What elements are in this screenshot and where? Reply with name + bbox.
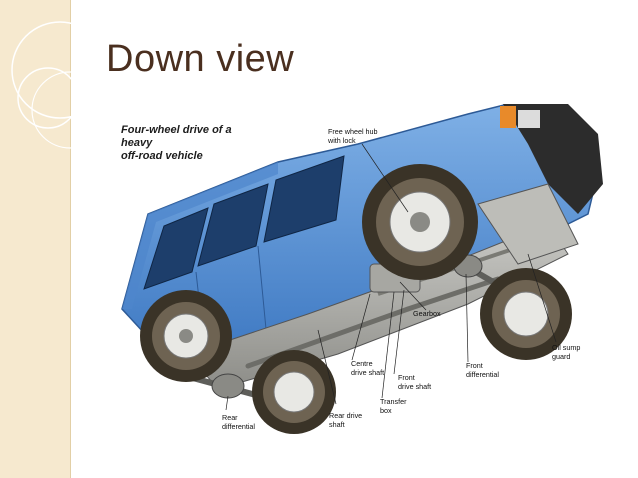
- sidebar-circles-decoration: [11, 21, 109, 149]
- label-front-drive-shaft: Front drive shaft: [398, 373, 432, 391]
- rear-lower-wheel: [252, 350, 336, 434]
- caption-line-1: Four-wheel drive of a heavy: [121, 124, 232, 149]
- decorative-sidebar: [0, 0, 109, 478]
- off-road-vehicle-illustration: [121, 104, 603, 434]
- label-rear-drive-shaft: Rear drive shaft: [329, 411, 363, 429]
- label-free-wheel-hub: Free wheel hub with lock: [328, 127, 378, 145]
- figure-caption: Four-wheel drive of a heavy off-road veh…: [121, 124, 261, 163]
- front-upper-wheel: [362, 164, 478, 280]
- caption-line-2: off-road vehicle: [121, 150, 203, 162]
- label-centre-drive-shaft: Centre drive shaft: [351, 359, 385, 377]
- slide-title: Down view: [106, 38, 295, 80]
- front-lower-wheel: [480, 268, 572, 360]
- label-oil-sump-guard: Oil sump guard: [552, 343, 581, 361]
- rear-upper-wheel: [140, 290, 232, 382]
- label-leader-lines: [225, 143, 557, 411]
- label-transfer-box: Transfer box: [380, 397, 407, 415]
- label-rear-differential: Rear differential: [222, 413, 256, 431]
- label-front-differential: Front differential: [466, 361, 500, 379]
- indicator-light: [500, 106, 516, 128]
- label-gearbox: Gearbox: [413, 309, 441, 318]
